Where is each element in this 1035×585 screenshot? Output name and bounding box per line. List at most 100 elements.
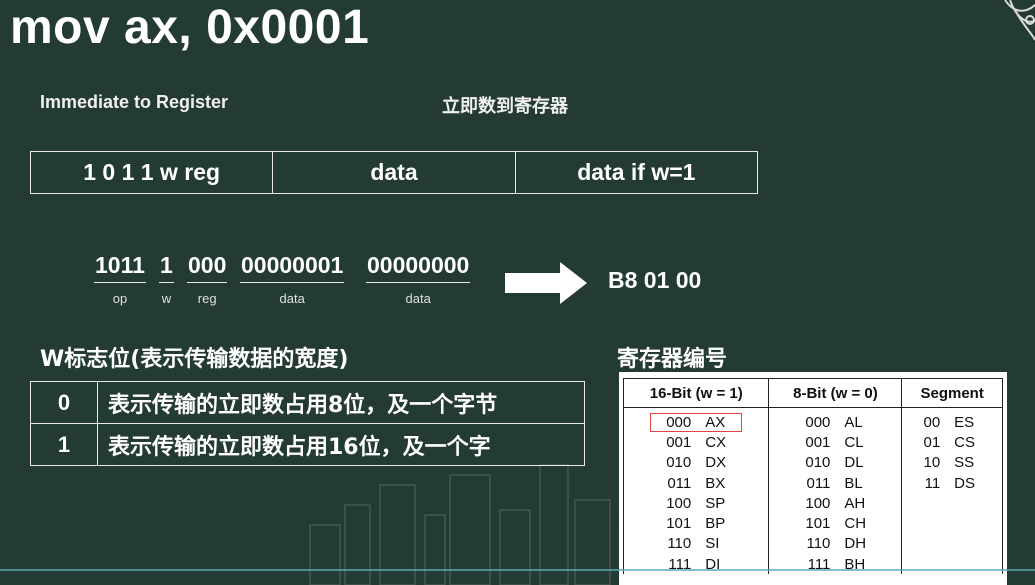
register-code: 111: [807, 555, 831, 573]
register-row: 100 SP 100 AH: [622, 493, 1003, 514]
register-name: CL: [844, 433, 864, 451]
register-name: DH: [844, 535, 867, 553]
register-code: 10: [923, 454, 941, 472]
register-cell-segment: [901, 493, 1003, 514]
w-flag-key: 1: [31, 424, 98, 465]
register-cell-16bit: 101 BP: [622, 513, 769, 534]
register-cell-segment: 00 ES: [901, 407, 1003, 433]
register-code: 000: [805, 413, 831, 431]
instruction-format-table: 1 0 1 1 w reg data data if w=1: [30, 151, 758, 194]
register-name: CX: [705, 433, 727, 451]
header-16bit: 16-Bit (w = 1): [622, 378, 769, 408]
register-cell-16bit: 110 SI: [622, 533, 769, 555]
register-cell-segment: 01 CS: [901, 432, 1003, 453]
register-cell-8bit: 110 DH: [768, 533, 902, 555]
subtitle-english: Immediate to Register: [40, 92, 229, 112]
register-code: 110: [806, 535, 831, 553]
register-name: CH: [844, 515, 867, 533]
machine-code-result: B8 01 00: [608, 267, 702, 293]
register-cell-8bit: 010 DL: [768, 452, 902, 473]
register-cell-16bit: 100 SP: [622, 493, 769, 514]
register-cell-segment: [901, 513, 1003, 534]
encoding-op: 1011 op: [94, 252, 146, 306]
city-skyline-decoration: [309, 464, 726, 585]
register-name: BX: [705, 474, 726, 492]
register-cell-8bit: 101 CH: [768, 513, 902, 534]
register-cell-16bit: 011 BX: [622, 472, 769, 494]
format-data-cell: data: [273, 152, 516, 193]
register-name: CS: [954, 433, 976, 451]
register-name: SP: [705, 494, 726, 512]
register-code: 001: [805, 433, 831, 451]
highlighted-register: 000 AX: [650, 412, 743, 432]
register-row: 011 BX 011 BL 11 DS: [622, 472, 1003, 494]
encoding-label: op: [112, 291, 128, 306]
register-name: BP: [705, 515, 726, 533]
register-name: DL: [844, 454, 864, 472]
header-segment: Segment: [901, 378, 1003, 408]
w-flag-title: W标志位(表示传输数据的宽度): [40, 347, 349, 372]
register-cell-segment: 11 DS: [901, 472, 1003, 494]
register-name: AH: [844, 494, 866, 512]
register-name: SI: [705, 535, 720, 553]
register-name: SS: [954, 454, 975, 472]
encoding-bits: 1011: [94, 252, 146, 283]
w-flag-value: 表示传输的立即数占用8位，及一个字节: [108, 392, 498, 418]
register-code: 11: [924, 474, 941, 492]
w-flag-key: 0: [31, 382, 98, 423]
register-code: 011: [806, 474, 831, 492]
encoding-data-high: 00000000 data: [366, 252, 471, 306]
encoding-label: w: [161, 291, 172, 306]
encoding-bits: 000: [187, 252, 228, 283]
register-name: DS: [954, 474, 976, 492]
slide-title: mov ax, 0x0001: [10, 1, 370, 54]
register-cell-8bit: 001 CL: [768, 432, 902, 453]
w-flag-row: 0 表示传输的立即数占用8位，及一个字节: [31, 382, 584, 424]
register-name: AX: [705, 413, 726, 431]
register-code: 100: [666, 494, 692, 512]
register-name: ES: [954, 413, 975, 431]
w-flag-table: 0 表示传输的立即数占用8位，及一个字节 1 表示传输的立即数占用16位，及一个…: [30, 381, 585, 466]
register-code: 010: [805, 454, 831, 472]
register-code: 101: [805, 515, 831, 533]
register-code: 001: [666, 433, 692, 451]
register-row: 110 SI 110 DH: [622, 533, 1003, 555]
register-code: 110: [667, 535, 692, 553]
register-name: BH: [844, 555, 866, 573]
register-row: 101 BP 101 CH: [622, 513, 1003, 534]
register-code: 000: [666, 413, 692, 431]
register-cell-8bit: 011 BL: [768, 472, 902, 494]
w-flag-value: 表示传输的立即数占用16位，及一个字: [108, 434, 491, 460]
register-cell-segment: 10 SS: [901, 452, 1003, 473]
register-row: 001 CX 001 CL 01 CS: [622, 432, 1003, 453]
register-cell-segment: [901, 533, 1003, 555]
register-code: 101: [666, 515, 692, 533]
register-number-title: 寄存器编号: [617, 347, 728, 372]
register-code: 100: [805, 494, 831, 512]
register-name: DX: [705, 454, 727, 472]
subtitle-chinese: 立即数到寄存器: [442, 96, 568, 117]
register-code: 011: [667, 474, 692, 492]
encoding-bits: 00000000: [366, 252, 471, 283]
encoding-label: data: [405, 291, 431, 306]
w-flag-row: 1 表示传输的立即数占用16位，及一个字: [31, 424, 584, 465]
bottom-accent-line: [0, 569, 1035, 571]
register-cell-16bit: 001 CX: [622, 432, 769, 453]
register-name: BL: [844, 474, 863, 492]
register-cell-16bit: 000 AX: [622, 407, 769, 433]
register-cell-8bit: 100 AH: [768, 493, 902, 514]
flower-decoration-icon: [1004, 0, 1035, 41]
register-code: 00: [923, 413, 941, 431]
encoding-reg: 000 reg: [187, 252, 228, 306]
register-code: 111: [668, 555, 692, 573]
register-code: 01: [923, 433, 941, 451]
format-data-if-w-cell: data if w=1: [577, 159, 696, 185]
encoding-w: 1 w: [159, 252, 174, 306]
encoding-data-low: 00000001 data: [240, 252, 345, 306]
register-cell-segment: [901, 554, 1003, 575]
encoding-label: reg: [197, 291, 217, 306]
header-8bit: 8-Bit (w = 0): [768, 378, 902, 408]
